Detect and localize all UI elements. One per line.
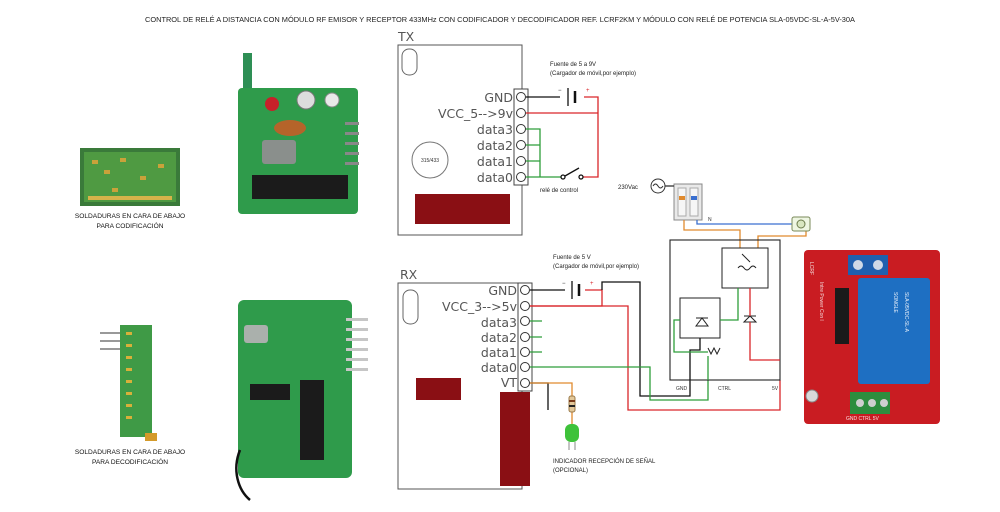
neutral-label: N <box>708 217 712 223</box>
tx-pin-data1: data1 <box>477 154 513 169</box>
ac-source-symbol <box>650 178 666 194</box>
relay-tag: LCRF <box>808 262 814 275</box>
mains-label: 230Vac <box>618 185 638 191</box>
rx-pin-data3: data3 <box>481 315 517 330</box>
tx-battery-symbol <box>567 88 577 106</box>
decoder-caption-line2: PARA DECODIFICACIÓN <box>92 457 168 466</box>
encoder-underside-photo <box>80 148 180 206</box>
tx-board: 315/433 <box>397 44 523 236</box>
terminal-block <box>673 183 703 221</box>
rx-module-photo <box>235 300 368 501</box>
rx-led-resistor <box>568 395 576 413</box>
decoder-underside-photo <box>100 325 157 441</box>
rx-plus: + <box>590 281 594 287</box>
rx-pin-data0: data0 <box>481 360 517 375</box>
tx-supply-line1: Fuente de 5 a 9V <box>550 62 596 68</box>
relay-side-text: Intre Power Con l <box>818 282 824 321</box>
rx-supply-line2: (Cargador de móvil,por ejemplo) <box>553 264 639 270</box>
tx-pin-gnd: GND <box>484 90 513 105</box>
relay-bottom-labels: GND CTRL 5V <box>846 416 880 422</box>
tx-module-photo <box>238 53 359 214</box>
relay-brand: SONGLE <box>892 292 898 314</box>
led-caption-line2: (OPCIONAL) <box>553 468 588 474</box>
rx-minus: − <box>562 281 566 287</box>
relay-module-photo <box>804 250 940 424</box>
rx-wiring <box>530 281 781 424</box>
tx-pin-data3: data3 <box>477 122 513 137</box>
decoder-caption-line1: SOLDADURAS EN CARA DE ABAJO <box>75 449 185 456</box>
tx-label: TX <box>397 29 415 44</box>
rx-pin-gnd: GND <box>488 283 517 298</box>
rx-pin-data1: data1 <box>481 345 517 360</box>
rx-battery-symbol <box>571 281 581 299</box>
tx-pin-data2: data2 <box>477 138 513 153</box>
tx-switch-label: relé de control <box>540 188 578 194</box>
tx-pin-data0: data0 <box>477 170 513 185</box>
tx-supply-line2: (Cargador de móvil,por ejemplo) <box>550 71 636 77</box>
tx-chip-mark: 315/433 <box>421 158 439 164</box>
tx-control-switch <box>560 167 584 180</box>
encoder-caption-line2: PARA CODIFICACIÓN <box>97 221 164 230</box>
rx-supply-line1: Fuente de 5 V <box>553 255 591 261</box>
led-caption-line1: INDICADOR RECEPCIÓN DE SEÑAL <box>553 458 656 465</box>
tx-pin-vcc: VCC_5-->9v <box>438 106 514 121</box>
rx-pin-vt: VT <box>501 375 518 390</box>
relay-schematic <box>669 239 781 381</box>
rx-board <box>397 282 530 490</box>
rx-pin-data2: data2 <box>481 330 517 345</box>
tx-wiring <box>526 96 599 178</box>
relay-schematic-wiring <box>673 288 780 380</box>
rx-indicator-led <box>565 424 579 450</box>
lamp-socket <box>791 216 811 232</box>
tx-minus: − <box>558 88 562 94</box>
tx-pin-header <box>513 88 529 186</box>
rx-pin-header <box>517 282 533 392</box>
relay-terminal-ctrl: CTRL <box>718 386 731 392</box>
relay-terminal-gnd: GND <box>676 386 688 392</box>
tx-plus: + <box>586 88 590 94</box>
diagram-title: CONTROL DE RELÉ A DISTANCIA CON MÓDULO R… <box>145 15 855 24</box>
relay-model: SLA-05VDC-SL-A <box>903 292 909 333</box>
rx-pin-vcc: VCC_3-->5v <box>442 299 518 314</box>
encoder-caption-line1: SOLDADURAS EN CARA DE ABAJO <box>75 213 185 220</box>
relay-terminal-5v: 5V <box>772 386 779 392</box>
rx-label: RX <box>400 267 418 282</box>
